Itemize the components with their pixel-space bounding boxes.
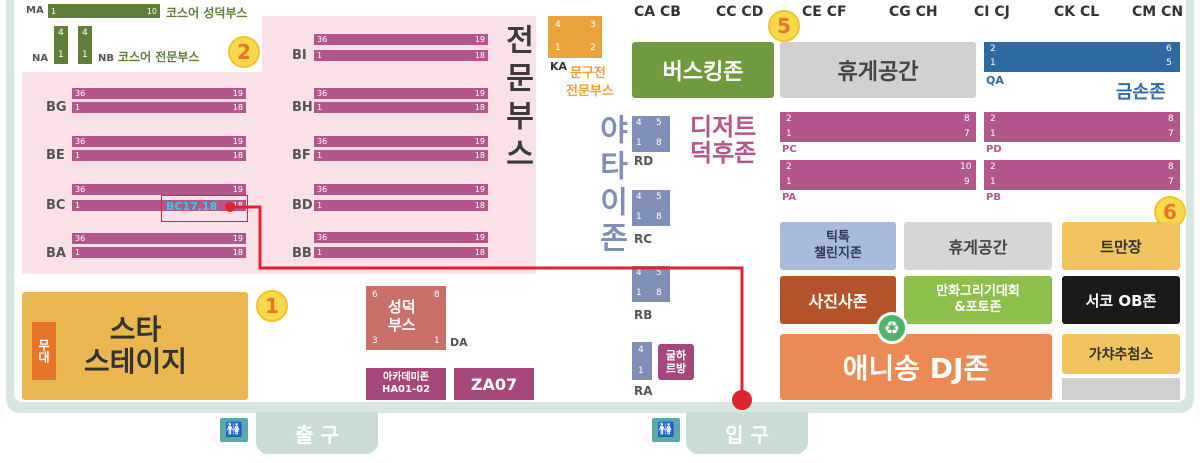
goods-room[interactable]: 굴하 르방 [658,344,694,380]
manga-zone[interactable]: 만화그리기대회 &포토존 [904,276,1052,324]
geumson-label: 금손존 [1116,82,1166,103]
digital-label: 디저트 덕후존 [690,113,757,168]
star-stage-label: 스타 스테이지 [84,313,188,379]
tiktok-zone[interactable]: 틱톡 챌린지존 [780,222,896,270]
rest-area-1[interactable]: 휴게공간 [780,42,976,98]
anisong-dj-zone[interactable]: 애니송 DJ존 [780,334,1052,400]
pd-code: PD [986,144,1002,155]
da-code: DA [450,336,468,349]
route-end-dot [732,390,752,410]
nb-code: NB [98,53,114,64]
badge-2: 2 [228,36,260,68]
top-pair-3: CE CF [802,4,847,20]
ka-code: KA [550,60,568,73]
na-label: 코스어 전문부스 [118,50,200,64]
gacha-zone[interactable]: 가챠추첨소 [1062,334,1180,374]
rest-area-2[interactable]: 휴게공간 [904,222,1052,270]
ka-booth[interactable]: 4 3 1 2 [548,16,602,58]
ka-label-1: 문구전 [570,66,606,81]
grey-block [1062,378,1180,400]
top-labels: CA CB CC CD CE CF CG CH CI CJ CK CL CM C… [620,4,1200,26]
trumpet-zone[interactable]: 트만장 [1062,222,1180,270]
ma-label: 코스어 성덕부스 [166,6,248,20]
ra-code: RA [634,384,653,398]
entrance-tab[interactable]: 입 구 [686,412,808,454]
highlight-label: BC17,18 [166,200,218,213]
rc-code: RC [634,232,653,246]
top-pair-7: CM CN [1132,4,1184,20]
academy-zone[interactable]: 아카데미존 HA01-02 [366,368,446,400]
top-pair-1: CA CB [634,4,681,20]
restroom-icon: 🚻 [220,418,248,442]
restroom-icon-2: 🚻 [652,418,680,442]
na-code: NA [32,53,49,64]
route-start-dot [225,202,235,212]
na-booth-1[interactable]: 4 1 [54,26,68,64]
ma-code: MA [26,5,44,16]
small-stage: 무대 [32,322,56,380]
busking-zone[interactable]: 버스킹존 [632,42,774,98]
recycle-icon: ♻ [876,312,908,344]
badge-1: 1 [256,290,288,322]
photo-zone[interactable]: 사진사존 [780,276,896,324]
top-pair-2: CC CD [716,4,764,20]
specialty-booth-label: 전문부스 [499,24,534,176]
ka-label-2: 전문부스 [566,84,614,99]
top-pair-5: CI CJ [974,4,1010,20]
badge-5: 5 [768,10,800,42]
pb-code: PB [986,192,1001,203]
na-booth-2[interactable]: 4 1 [78,26,92,64]
specialty-area-top [262,16,536,76]
route-line [230,205,744,400]
exit-tab[interactable]: 출 구 [256,412,378,454]
rb-code: RB [634,308,653,322]
star-stage[interactable] [22,292,248,400]
top-pair-6: CK CL [1054,4,1100,20]
pc-code: PC [782,144,797,155]
ob-zone[interactable]: 서코 OB존 [1062,276,1180,324]
za07-zone[interactable]: ZA07 [454,368,534,400]
yatai-label: 야타이존 [593,114,628,258]
rd-code: RD [634,154,654,168]
qa-code: QA [986,74,1004,87]
pa-code: PA [782,192,797,203]
top-pair-4: CG CH [889,4,938,20]
